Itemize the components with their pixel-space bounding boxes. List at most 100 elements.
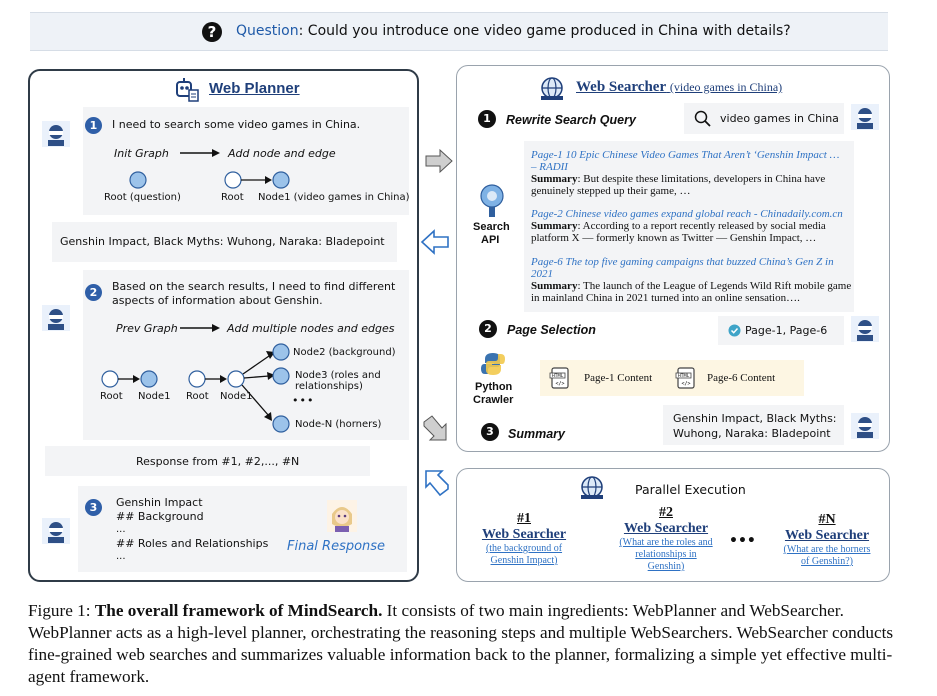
planner-step2-text-line2: aspects of information about Genshin.: [112, 294, 323, 307]
planner-result-text: Genshin Impact, Black Myths: Wuhong, Nar…: [60, 235, 385, 248]
planner-robot-icon: [176, 78, 199, 102]
parallel-title: Parallel Execution: [635, 482, 746, 497]
planner-step2-box: [83, 270, 409, 440]
result-3-title-line1: Page-6 The top five gaming campaigns tha…: [531, 256, 834, 268]
final-line-1: Genshin Impact: [116, 496, 203, 509]
python-icon: [481, 353, 505, 375]
final-line-5: ...: [116, 551, 126, 562]
globe-icon: [581, 476, 603, 499]
result-2-summary-line1: Summary: According to a report recently …: [531, 220, 826, 232]
globe-icon: [541, 77, 563, 100]
check-icon: [728, 324, 741, 337]
svg-text:</>: </>: [681, 381, 690, 387]
init-graph-label: Init Graph: [114, 147, 169, 160]
arrow-right-icon: [425, 148, 453, 174]
result-3-title-line2: 2021: [531, 268, 553, 280]
avatar: [851, 413, 879, 439]
parallel-item-2: #2 Web Searcher (What are the roles and …: [619, 505, 713, 572]
crawler-line2: Crawler: [473, 394, 514, 406]
question-bar: [30, 12, 888, 51]
arrow-right-icon: [180, 149, 220, 157]
final-response-label: Final Response: [287, 539, 386, 554]
add-multiple-label: Add multiple nodes and edges: [227, 322, 395, 335]
search-query-text: video games in China: [720, 112, 839, 125]
root-label: Root: [100, 391, 123, 402]
result-1-title-line1: Page-1 10 Epic Chinese Video Games That …: [531, 149, 840, 161]
summary-line2: Wuhong, Naraka: Bladepoint: [673, 427, 831, 440]
result-1-summary-line1: Summary: But despite these limitations, …: [531, 173, 826, 185]
planner-step1-text: I need to search some video games in Chi…: [112, 118, 361, 131]
summary-box: [663, 405, 844, 445]
svg-text:</>: </>: [555, 381, 564, 387]
arrow-left-icon: [420, 229, 449, 255]
planner-step1-box: [83, 107, 409, 215]
final-line-2: ## Background: [116, 510, 204, 523]
parallel-execution-panel: [456, 468, 890, 582]
result-2-summary-line2: platform X — formerly known as Twitter —…: [531, 232, 817, 244]
final-line-4: ## Roles and Relationships: [116, 537, 269, 550]
final-line-3: ...: [116, 524, 126, 535]
init-graph-diagram: [129, 171, 290, 189]
planner-step2-text-line1: Based on the search results, I need to f…: [112, 280, 396, 293]
search-icon: [694, 110, 711, 127]
add-node-label: Add node and edge: [228, 147, 336, 160]
root-label: Root: [221, 192, 244, 203]
searcher-step1-number: 1: [478, 110, 496, 128]
summary-label: Summary: [508, 427, 565, 441]
planner-result-box: [52, 222, 397, 262]
node1-label: Node1: [220, 391, 253, 402]
planner-step3-number: 3: [85, 499, 102, 516]
search-api-line1: Search: [473, 221, 510, 233]
searcher-step3-number: 3: [481, 423, 499, 441]
svg-text:HTML: HTML: [552, 373, 564, 378]
avatar: [42, 121, 70, 147]
node3-label-line1: Node3 (roles and: [295, 370, 381, 381]
page1-content-label: Page-1 Content: [584, 372, 653, 384]
page-selection-text: Page-1, Page-6: [745, 324, 828, 337]
question-text: Question: Could you introduce one video …: [236, 23, 791, 39]
arrow-up-left-icon: [425, 470, 449, 497]
crawler-line1: Python: [475, 381, 513, 393]
result-3-summary-line2: in mainland China in 2021 turned into an…: [531, 292, 800, 304]
prev-graph-diagram: [101, 343, 290, 433]
avatar: [42, 305, 70, 331]
planner-title: Web Planner: [209, 80, 300, 97]
svg-text:HTML: HTML: [678, 373, 690, 378]
node2-label: Node2 (background): [293, 347, 396, 358]
parallel-item-n: #N Web Searcher (What are the horners of…: [783, 512, 871, 567]
search-query-box: [684, 103, 844, 134]
planner-step2-number: 2: [85, 284, 102, 301]
page6-content-label: Page-6 Content: [707, 372, 776, 384]
response-box: [45, 446, 370, 476]
root-label: Root: [186, 391, 209, 402]
result-3-summary-line1: Summary: The launch of the League of Leg…: [531, 280, 852, 292]
avatar: [42, 518, 70, 544]
page-content-box: [540, 360, 804, 396]
result-2-title-line1: Page-2 Chinese video games expand global…: [531, 208, 843, 220]
page-selection-label: Page Selection: [507, 323, 596, 337]
avatar: [851, 316, 879, 342]
svg-text:?: ?: [208, 23, 217, 41]
search-api-icon: [480, 184, 504, 217]
search-results-box: [524, 141, 854, 312]
node1-label: Node1 (video games in China): [258, 192, 410, 203]
avatar: [851, 104, 879, 130]
arrow-right-icon: [180, 324, 220, 332]
question-icon: ?: [202, 22, 222, 42]
response-text: Response from #1, #2,..., #N: [136, 455, 300, 468]
result-1-summary-line2: genuinely stepped up their game, …: [531, 185, 691, 197]
node1-label: Node1: [138, 391, 171, 402]
root-question-label: Root (question): [104, 192, 181, 203]
searcher-title: Web Searcher (video games in China): [576, 79, 783, 95]
arrow-down-right-icon: [423, 415, 447, 441]
more-nodes-dots: •••: [292, 394, 315, 407]
searcher-step2-number: 2: [479, 320, 497, 338]
parallel-dots: •••: [729, 533, 756, 549]
node3-label-line2: relationships): [295, 381, 363, 392]
parallel-item-1: #1 Web Searcher (the background of Gensh…: [481, 511, 567, 566]
summary-line1: Genshin Impact, Black Myths:: [673, 412, 837, 425]
planner-step1-number: 1: [85, 117, 102, 134]
html-file-icon: HTML </>: [675, 367, 695, 389]
figure-caption: Figure 1: The overall framework of MindS…: [28, 601, 894, 686]
rewrite-query-label: Rewrite Search Query: [506, 113, 636, 127]
